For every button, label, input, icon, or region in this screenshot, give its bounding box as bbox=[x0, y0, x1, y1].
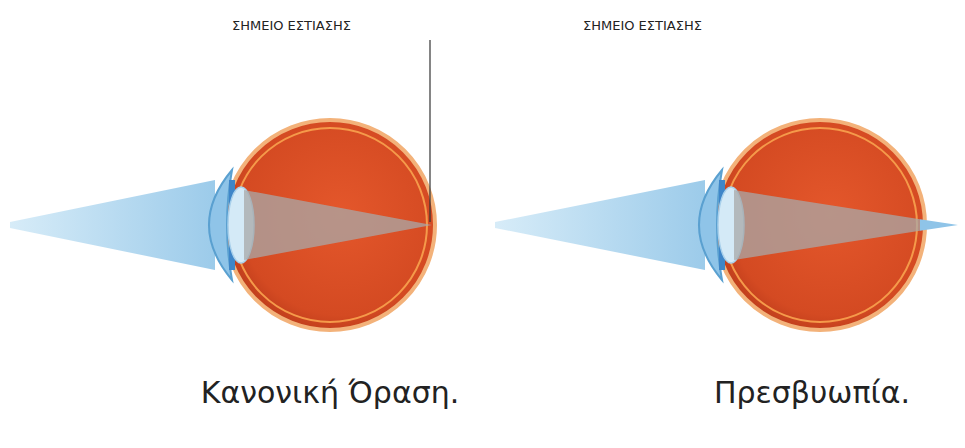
focus-point-label: ΣΗΜΕΙΟ ΕΣΤΙΑΣΗΣ bbox=[583, 18, 702, 33]
eye-caption: Κανονική Όραση. bbox=[201, 375, 459, 410]
focus-point-label: ΣΗΜΕΙΟ ΕΣΤΙΑΣΗΣ bbox=[232, 18, 351, 33]
eye-caption: Πρεσβυωπία. bbox=[714, 375, 910, 410]
normal-eye bbox=[10, 40, 435, 330]
presbyopic-eye bbox=[495, 120, 958, 330]
